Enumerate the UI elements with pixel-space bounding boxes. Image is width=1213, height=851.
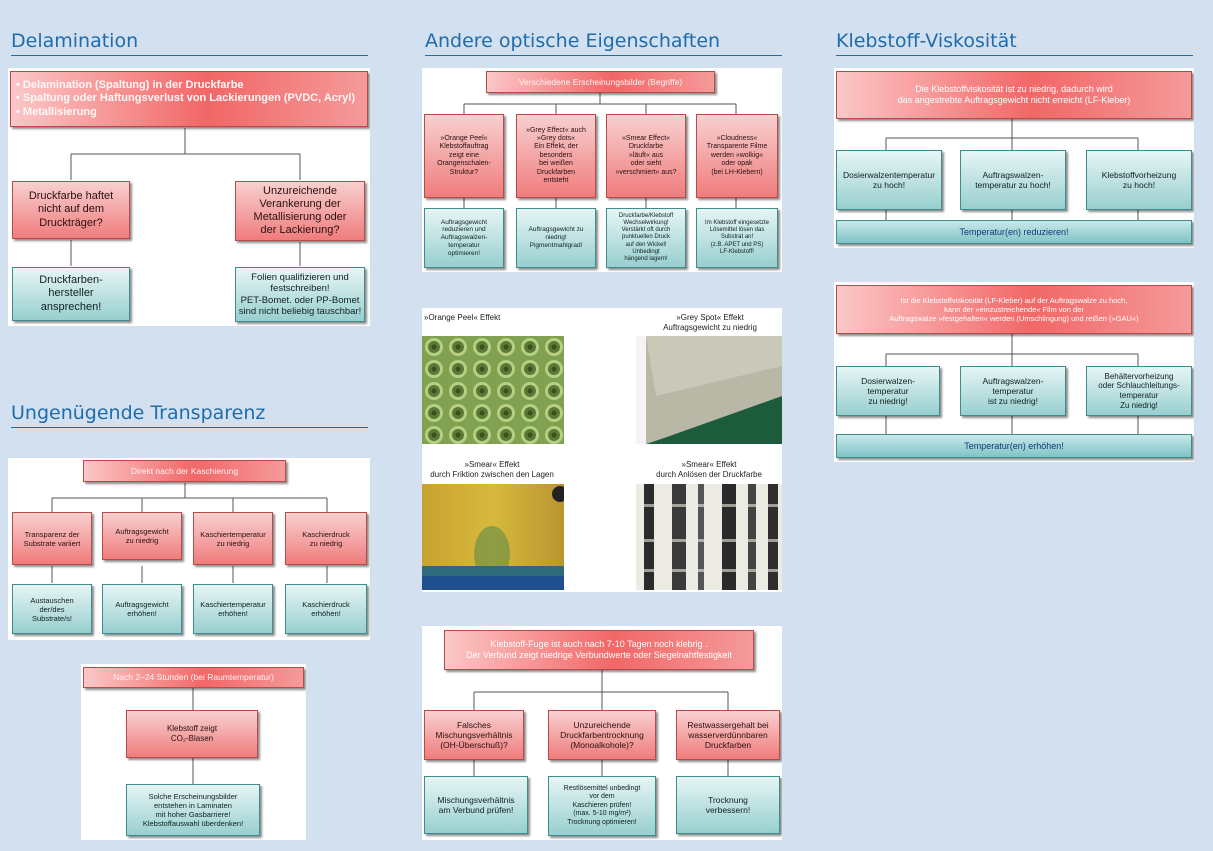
caption-grey-spot: »Grey Spot« Effekt Auftragsgewicht zu ni… [663, 313, 757, 332]
tacky-action-improve-drying: Trocknung verbessern! [676, 776, 780, 834]
viscosity-high-cause-1: Dosierwalzen- temperatur zu niedrig! [836, 366, 940, 416]
grey-spot-photo [636, 336, 782, 444]
transparency-cause-4: Kaschierdruck zu niedrig [285, 512, 367, 565]
delamination-cause-ink-adhesion: Druckfarbe haftet nicht auf dem Druckträ… [12, 181, 130, 239]
delamination-action-ink-supplier: Druckfarben- hersteller ansprechen! [12, 267, 130, 321]
co2-bubbles-cause: Klebstoff zeigt CO₂-Blasen [126, 710, 258, 758]
cloudness-cause: »Cloudness« Transparente Filme werden »w… [696, 114, 778, 198]
caption-smear-dissolving: »Smear« Effekt durch Anlösen der Druckfa… [656, 460, 762, 479]
smear-effect-action: Druckfarbe/Klebstoff Wechselwirkung! Ver… [606, 208, 686, 268]
delamination-connectors [70, 128, 301, 266]
viscosity-high-action: Temperatur(en) erhöhen! [836, 434, 1192, 458]
transparency-cause-3: Kaschiertemperatur zu niedrig [193, 512, 273, 565]
optical-header: Verschiedene Erscheinungsbilder (Begriff… [486, 71, 715, 93]
tacky-connectors [473, 670, 729, 776]
optical-connectors [463, 93, 737, 208]
delamination-header: • Delamination (Spaltung) in der Druckfa… [10, 71, 368, 127]
title-adhesive-viscosity: Klebstoff-Viskosität [836, 30, 1193, 56]
transparency-action-1: Austauschen der/des Substrate/s! [12, 584, 92, 634]
caption-orange-peel: »Orange Peel« Effekt [424, 313, 501, 322]
viscosity-high-header: Ist die Klebstoffviskosität (LF-Kleber) … [836, 285, 1192, 334]
transparency-action-3: Kaschiertemperatur erhöhen! [193, 584, 273, 634]
delamination-action-qualify-films: Folien qualifizieren und festschreiben! … [235, 267, 365, 322]
optical-appearance-diagram: Verschiedene Erscheinungsbilder (Begriff… [422, 68, 782, 272]
tacky-action-residual-solvent: Restlösemittel unbedingt vor dem Kaschie… [548, 776, 656, 836]
transparency-bubbles-diagram: Nach 2–24 Stunden (bei Raumtemperatur) K… [81, 664, 306, 840]
grey-effect-cause: »Grey Effect« auch »Grey dots« Ein Effek… [516, 114, 596, 198]
transparency-action-4: Kaschierdruck erhöhen! [285, 584, 367, 634]
viscosity-low-cause-3: Klebstoffvorheizung zu hoch! [1086, 150, 1192, 210]
transparency-action-2: Auftragsgewicht erhöhen! [102, 584, 182, 634]
optical-effect-photos: »Orange Peel« Effekt »Grey Spot« Effekt … [422, 308, 782, 592]
transparency-cause-2: Auftragsgewicht zu niedrig [102, 512, 182, 560]
viscosity-low-cause-2: Auftragswalzen- temperatur zu hoch! [960, 150, 1066, 210]
gas-barrier-action: Solche Erscheinungsbilder entstehen in L… [126, 784, 260, 836]
transparency-diagram: Direkt nach der Kaschierung Transparenz … [8, 458, 370, 640]
viscosity-low-diagram: Die Klebstoffviskosität ist zu niedrig, … [834, 68, 1194, 248]
transparency-cause-1: Transparenz der Substrate variiert [12, 512, 92, 565]
title-transparency: Ungenügende Transparenz [11, 402, 368, 428]
viscosity-low-connectors [885, 119, 1139, 220]
viscosity-low-action: Temperatur(en) reduzieren! [836, 220, 1192, 244]
grey-effect-action: Auftragsgewicht zu niedrig! Pigmentmahlg… [516, 208, 596, 268]
transparency-connectors [51, 483, 328, 583]
transparency-header-immediate: Direkt nach der Kaschierung [83, 460, 286, 482]
smear-friction-photo [422, 484, 564, 590]
orange-peel-cause: »Orange Peel« Klebstoffauftrag zeigt ein… [424, 114, 504, 198]
caption-smear-friction: »Smear« Effekt durch Friktion zwischen d… [430, 460, 554, 479]
orange-peel-photo [422, 336, 564, 444]
title-delamination: Delamination [11, 30, 368, 56]
viscosity-high-cause-2: Auftragswalzen- temperatur ist zu niedri… [960, 366, 1066, 416]
viscosity-high-cause-3: Behältervorheizung oder Schlauchleitungs… [1086, 366, 1192, 416]
viscosity-high-connectors [885, 334, 1139, 434]
bubbles-connectors [192, 688, 194, 784]
viscosity-low-cause-1: Dosierwalzentemperatur zu hoch! [836, 150, 942, 210]
viscosity-low-header: Die Klebstoffviskosität ist zu niedrig, … [836, 71, 1192, 119]
cloudness-action: Im Klebstoff eingesetzte Lösemittel löse… [696, 208, 778, 268]
tacky-cause-ink-drying: Unzureichende Druckfarbentrocknung (Mono… [548, 710, 656, 760]
orange-peel-action: Auftragsgewicht reduzieren und Auftragsw… [424, 208, 504, 268]
tacky-adhesive-diagram: Klebstoff-Fuge ist auch nach 7-10 Tagen … [422, 626, 782, 840]
smear-effect-cause: »Smear Effect« Druckfarbe »läuft« aus od… [606, 114, 686, 198]
title-optical-properties: Andere optische Eigenschaften [425, 30, 782, 56]
tacky-header: Klebstoff-Fuge ist auch nach 7-10 Tagen … [444, 630, 754, 670]
delamination-cause-anchoring: Unzureichende Verankerung der Metallisie… [235, 181, 365, 241]
tacky-cause-residual-water: Restwassergehalt bei wasserverdünnbaren … [676, 710, 780, 760]
smear-dissolving-photo [636, 484, 782, 590]
tacky-cause-mixing-ratio: Falsches Mischungsverhältnis (OH-Übersch… [424, 710, 524, 760]
viscosity-high-diagram: Ist die Klebstoffviskosität (LF-Kleber) … [834, 282, 1194, 462]
delamination-diagram: • Delamination (Spaltung) in der Druckfa… [8, 68, 370, 326]
transparency-header-after-hours: Nach 2–24 Stunden (bei Raumtemperatur) [83, 667, 304, 688]
tacky-action-check-ratio: Mischungsverhältnis am Verbund prüfen! [424, 776, 528, 834]
